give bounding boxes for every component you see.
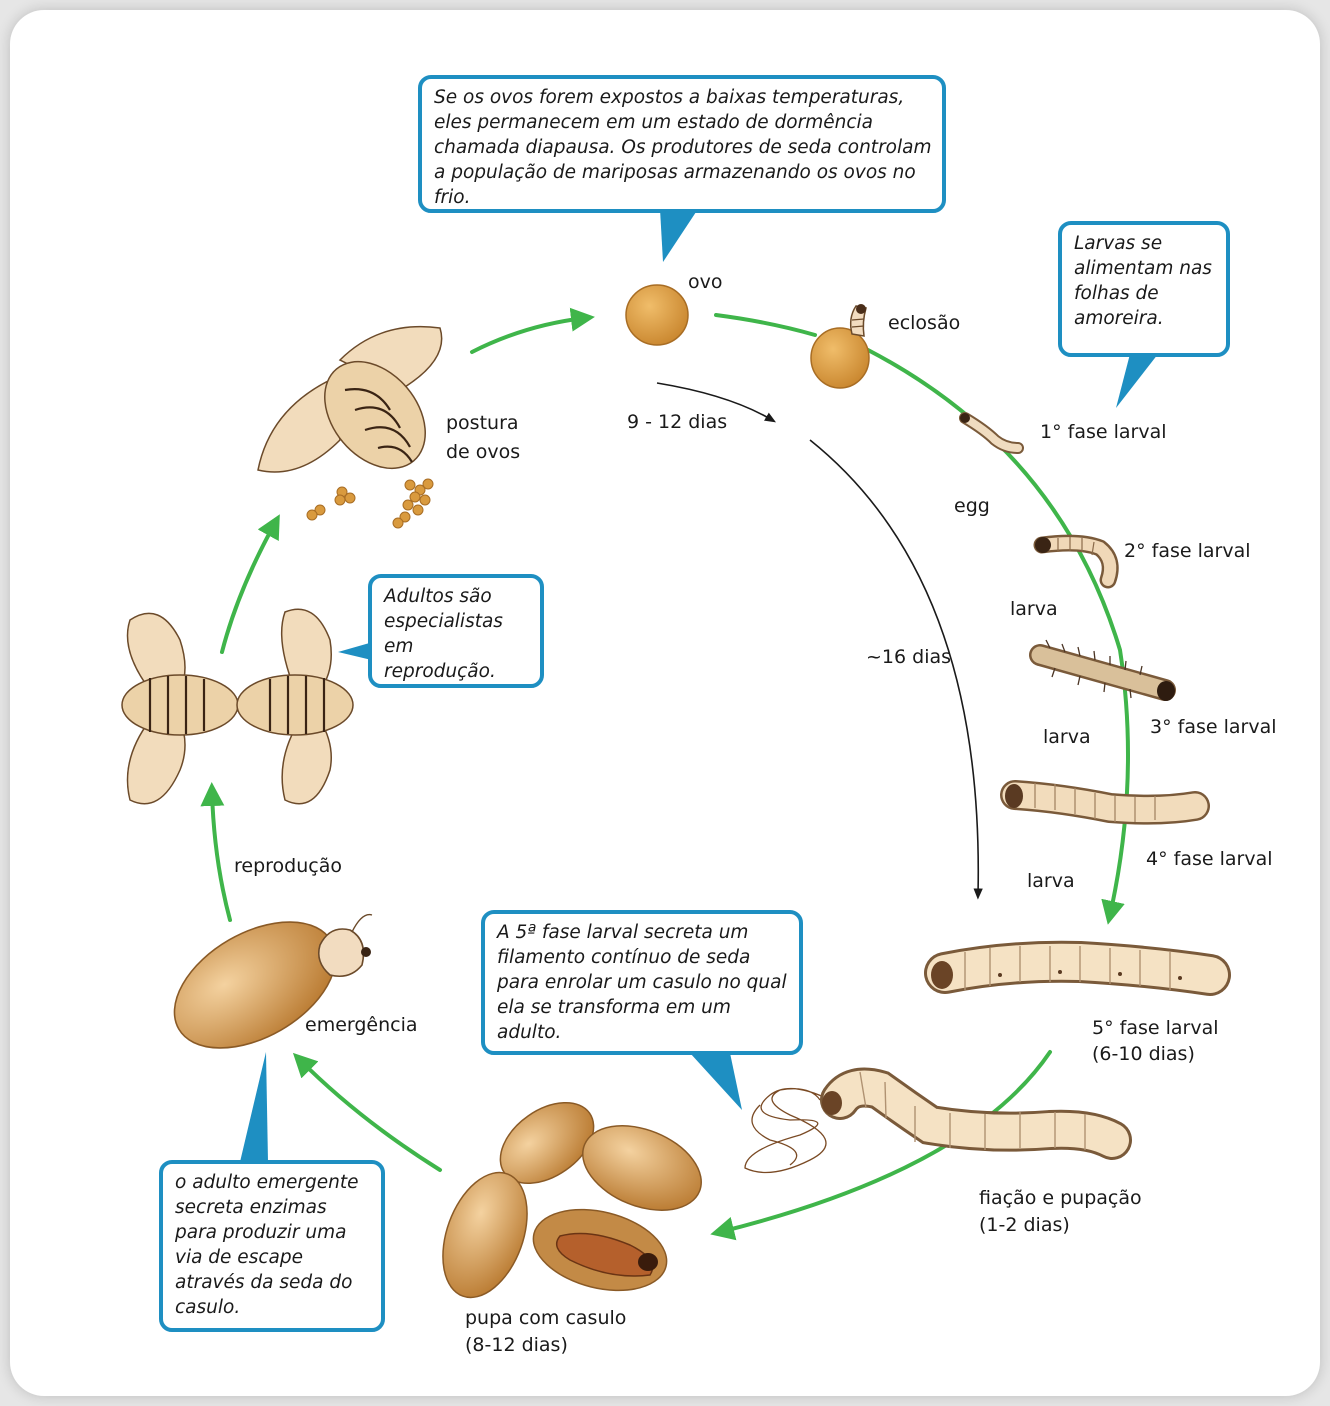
callout-adults-repro: Adultos são especialistas em reprodução. [368,574,544,688]
arrow-laying-to-egg [472,318,585,352]
label-days-egg: 9 - 12 dias [627,410,727,434]
label-laying-line1: postura [446,411,519,435]
label-spinning: fiação e pupação [979,1186,1142,1210]
egg-icon [626,285,688,345]
label-spinning-duration: (1-2 dias) [979,1213,1070,1237]
label-stage4: 4° fase larval [1146,847,1273,871]
label-egg-en: egg [954,494,990,518]
label-larva-2: larva [1043,725,1091,749]
label-reproduction: reprodução [234,854,342,878]
callout-emergent-adult: o adulto emergente secreta enzimas para … [159,1160,385,1332]
silk-thread-icon [745,1089,830,1173]
arrow-egg-to-hatch [716,315,815,335]
callout-adults-repro-text: Adultos são especialistas em reprodução. [384,584,530,684]
larva-icon [1035,537,1110,580]
larva-icon [822,1072,1112,1150]
label-laying-line2: de ovos [446,440,520,464]
callout-egg-diapause-text: Se os ovos forem expostos a baixas tempe… [434,85,932,210]
arrow-repro-to-laying [222,523,275,652]
callout-larvae-feed: Larvas se alimentam nas folhas de amorei… [1058,221,1230,357]
cocoon-icon [153,896,372,1074]
moth-icon [258,327,446,488]
moth-icon [122,609,353,804]
cycle-arrows [212,315,1128,1232]
label-larva-3: larva [1027,869,1075,893]
label-emergence: emergência [305,1013,418,1037]
larva-icon [960,413,1018,448]
label-hatching: eclosão [888,311,960,335]
larva-icon [931,946,1210,990]
label-pupa-duration: (8-12 dias) [465,1333,568,1357]
label-days-larva: ~16 dias [866,645,951,669]
hatching-egg-icon [811,304,869,388]
label-stage3: 3° fase larval [1150,715,1277,739]
callout-fifth-stage: A 5ª fase larval secreta um filamento co… [481,910,803,1055]
arrow-emergence-to-repro [212,792,230,920]
duration-arrows [657,383,978,895]
callout-egg-diapause: Se os ovos forem expostos a baixas tempe… [418,75,946,213]
larva-icon [1005,783,1195,822]
larva-icon [1040,640,1175,701]
callout-emergent-adult-text: o adulto emergente secreta enzimas para … [175,1170,371,1320]
label-stage5-duration: (6-10 dias) [1092,1042,1195,1066]
label-egg: ovo [688,270,723,294]
label-stage1: 1° fase larval [1040,420,1167,444]
label-pupa: pupa com casulo [465,1306,626,1330]
label-stage2: 2° fase larval [1124,539,1251,563]
callout-larvae-feed-text: Larvas se alimentam nas folhas de amorei… [1074,231,1216,331]
arrow-pupa-to-emergence [300,1060,440,1170]
label-stage5: 5° fase larval [1092,1016,1219,1040]
cocoon-icon [427,1086,714,1309]
callout-fifth-stage-text: A 5ª fase larval secreta um filamento co… [497,920,789,1045]
label-larva-1: larva [1010,597,1058,621]
egg-icon [307,479,433,528]
